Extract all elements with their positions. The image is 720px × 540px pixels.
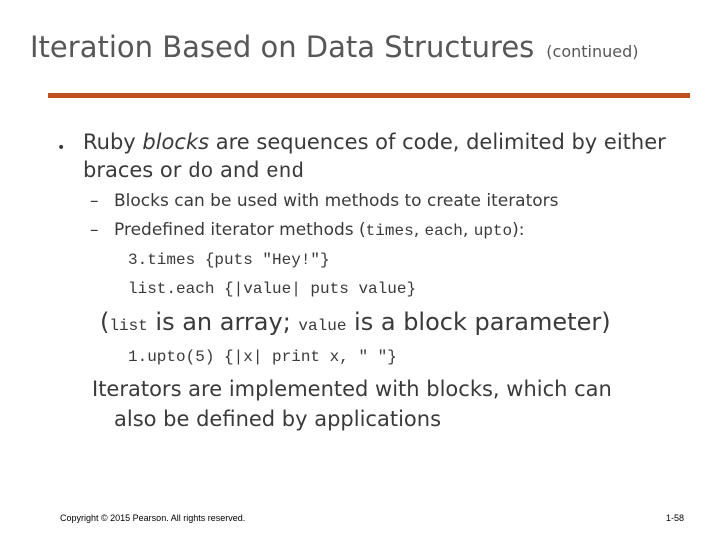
method-each: each <box>424 222 463 240</box>
iterators-statement: Iterators are implemented with blocks, w… <box>92 374 692 434</box>
title-divider <box>48 93 690 98</box>
method-upto: upto <box>473 222 513 240</box>
iterators-line-2: also be defined by applications <box>114 407 442 431</box>
note-text-param: is a block parameter) <box>346 308 611 336</box>
sub-bullet-dash-1: – <box>90 191 99 211</box>
code-line-each: list.each {|value| puts value} <box>128 280 417 298</box>
separator-2: , <box>462 220 474 240</box>
bullet-marker: • <box>57 140 66 156</box>
method-times: times <box>365 222 414 240</box>
sub-bullet-blocks-iterators: Blocks can be used with methods to creat… <box>114 191 559 211</box>
note-list-code: list <box>109 317 148 335</box>
slide-title-main: Iteration Based on Data Structures <box>30 30 535 64</box>
note-open-paren: ( <box>100 308 110 336</box>
bullet-text-2: are sequences of code, delimited by eith… <box>83 130 666 182</box>
code-line-upto: 1.upto(5) {|x| print x, " "} <box>128 348 397 366</box>
code-line-times: 3.times {puts "Hey!"} <box>128 251 330 269</box>
keyword-end: end <box>266 161 304 184</box>
separator-1: , <box>413 220 425 240</box>
slide-title-subtitle: (continued) <box>546 42 639 61</box>
note-value-code: value <box>298 317 347 335</box>
bullet-emphasis-blocks: blocks <box>142 130 210 154</box>
iterators-line-1: Iterators are implemented with blocks, w… <box>92 377 612 401</box>
footer-copyright: Copyright © 2015 Pearson. All rights res… <box>60 513 246 523</box>
bullet-text-3: and <box>213 158 267 182</box>
bullet-ruby-blocks: Ruby blocks are sequences of code, delim… <box>83 128 693 187</box>
note-list-value: (list is an array; value is a block para… <box>100 308 611 336</box>
sub-bullet-dash-2: – <box>90 220 99 240</box>
sub-bullet-predefined-methods: Predefined iterator methods (times, each… <box>114 220 525 240</box>
predefined-text: Predefined iterator methods ( <box>114 220 366 240</box>
bullet-text-1: Ruby <box>83 130 143 154</box>
note-text-array: is an array; <box>147 308 299 336</box>
predefined-end: ): <box>512 220 525 240</box>
footer-page-number: 1-58 <box>666 513 685 523</box>
slide-title: Iteration Based on Data Structures (conti… <box>30 30 639 64</box>
keyword-do: do <box>188 161 214 184</box>
